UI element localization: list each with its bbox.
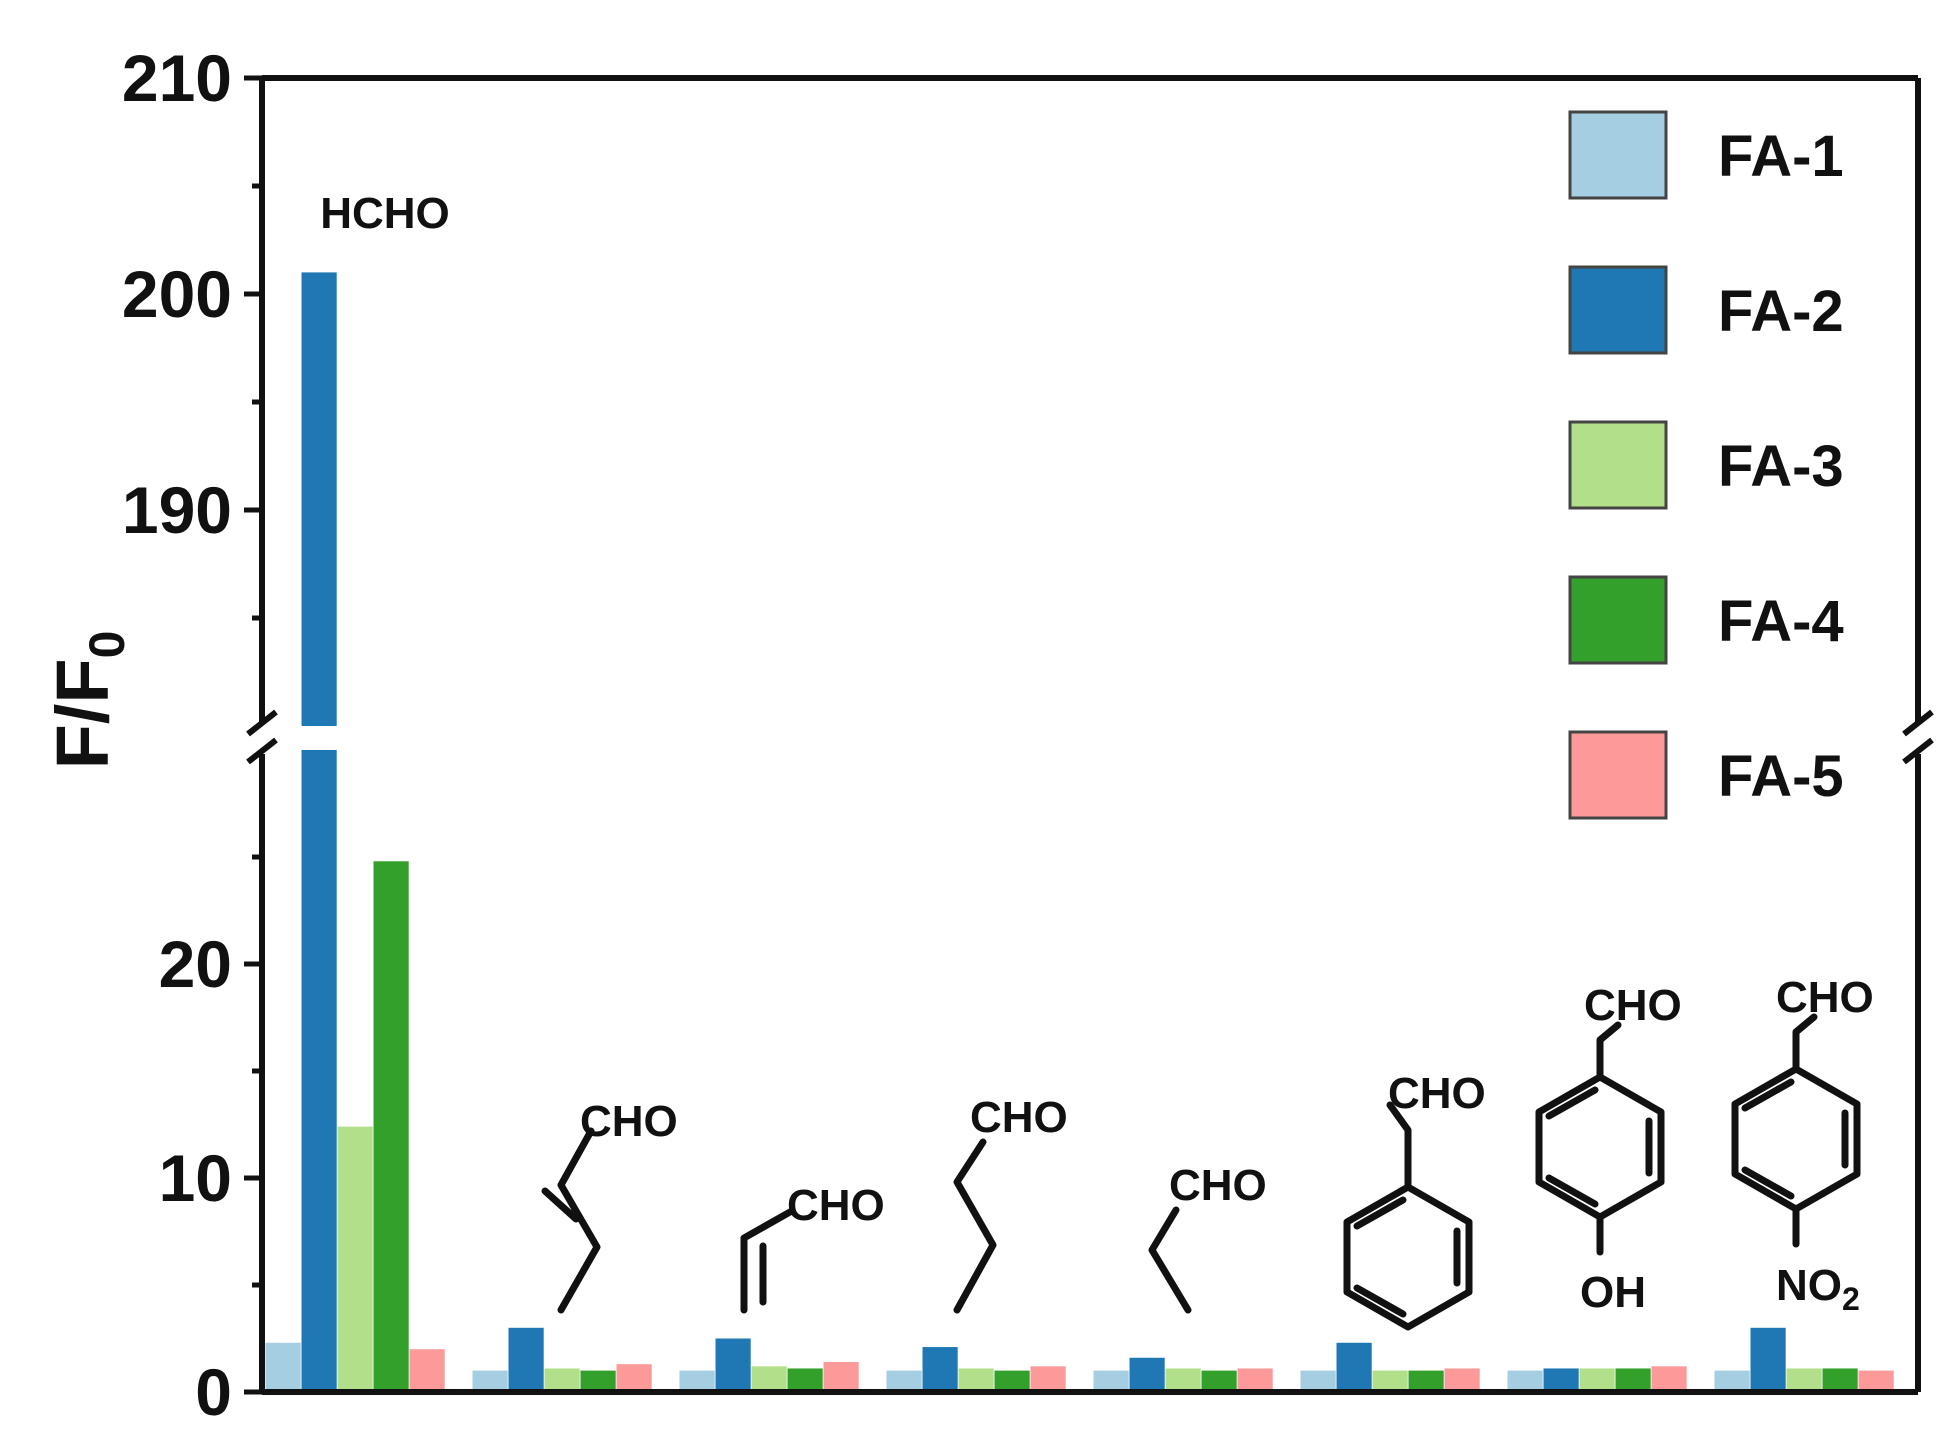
structure-bonds — [953, 1138, 997, 1314]
y-tick-label: 0 — [195, 1355, 232, 1429]
bar — [1507, 1370, 1543, 1392]
bar — [1822, 1368, 1858, 1392]
bar — [1237, 1368, 1273, 1392]
bar — [1858, 1370, 1894, 1392]
legend-label: FA-1 — [1718, 124, 1844, 189]
bar — [409, 1349, 445, 1392]
bar — [1543, 1368, 1579, 1392]
bar — [1372, 1370, 1408, 1392]
structure-bonds — [541, 1127, 601, 1314]
legend-label: FA-4 — [1718, 589, 1844, 654]
structure-label-oh: OH — [1580, 1268, 1646, 1317]
bar — [886, 1370, 922, 1392]
structure-label-cho: CHO — [970, 1093, 1068, 1142]
structure-4-hydroxybenzaldehyde: CHO OH — [1535, 981, 1682, 1317]
structure-bonds — [1731, 1013, 1861, 1248]
structure-bonds — [1343, 1101, 1473, 1331]
bar — [922, 1347, 958, 1392]
y-tick-label: 10 — [159, 1141, 232, 1215]
axis-break-mark-right — [1902, 737, 1934, 765]
bar — [1651, 1366, 1687, 1392]
bar — [1408, 1370, 1444, 1392]
bar — [373, 861, 409, 1392]
structure-label-no2-main: NO — [1776, 1261, 1842, 1310]
legend-swatch — [1568, 420, 1668, 510]
bar-lower-segment — [301, 750, 337, 1392]
y-tick-label: 190 — [122, 473, 232, 547]
y-axis-label-main: F/F — [41, 658, 124, 769]
bar — [1444, 1368, 1480, 1392]
bar — [823, 1362, 859, 1392]
structure-butyraldehyde: CHO — [953, 1093, 1068, 1314]
legend-label: FA-5 — [1718, 744, 1844, 809]
structure-bonds — [740, 1208, 794, 1314]
bar — [616, 1364, 652, 1392]
legend-swatch — [1568, 110, 1668, 200]
bar — [508, 1327, 544, 1392]
bar — [958, 1368, 994, 1392]
bar — [994, 1370, 1030, 1392]
bar — [1165, 1368, 1201, 1392]
legend-swatch — [1568, 575, 1668, 665]
structure-bonds — [1535, 1021, 1665, 1256]
y-axis-label-subscript: 0 — [79, 631, 135, 659]
structure-label-cho: CHO — [1584, 981, 1682, 1030]
legend-swatch — [1568, 730, 1668, 820]
structure-benzaldehyde: CHO — [1343, 1069, 1486, 1331]
structure-label-cho: CHO — [1169, 1161, 1267, 1210]
bar — [1336, 1342, 1372, 1392]
bar — [751, 1366, 787, 1392]
bar — [715, 1338, 751, 1392]
bar — [1579, 1368, 1615, 1392]
bar — [337, 1126, 373, 1392]
axis-break-mark-left — [246, 709, 278, 737]
structure-label-cho: CHO — [1776, 973, 1874, 1022]
structure-label-cho: CHO — [787, 1181, 885, 1230]
structure-label-cho: CHO — [580, 1097, 678, 1146]
legend-label: FA-3 — [1718, 434, 1844, 499]
bar — [1750, 1327, 1786, 1392]
y-tick-label: 210 — [122, 41, 232, 115]
bar — [1786, 1368, 1822, 1392]
bar — [1129, 1357, 1165, 1392]
bar — [1201, 1370, 1237, 1392]
structure-label-no2-subscript: 2 — [1842, 1281, 1860, 1317]
structure-acrolein: CHO — [740, 1181, 885, 1314]
structure-propionaldehyde: CHO — [1148, 1161, 1267, 1314]
y-tick-label: 200 — [122, 257, 232, 331]
bar — [1615, 1368, 1651, 1392]
bar — [1714, 1370, 1750, 1392]
bar-upper-segment — [301, 272, 337, 726]
bar — [1030, 1366, 1066, 1392]
y-tick-label: 20 — [159, 927, 232, 1001]
structure-label-no2: NO2 — [1776, 1261, 1860, 1317]
bar — [580, 1370, 616, 1392]
category-label-hcho: HCHO — [320, 189, 450, 238]
bar — [679, 1370, 715, 1392]
axis-break-mark-right — [1902, 709, 1934, 737]
structure-crotonaldehyde: CHO — [541, 1097, 678, 1314]
bar — [472, 1370, 508, 1392]
legend-label: FA-2 — [1718, 279, 1844, 344]
structure-bonds — [1148, 1206, 1192, 1314]
bar — [544, 1368, 580, 1392]
bar — [265, 1342, 301, 1392]
axis-break-mark-left — [246, 737, 278, 765]
structure-label-cho: CHO — [1388, 1069, 1486, 1118]
legend-swatch — [1568, 265, 1668, 355]
y-axis-label: F/F0 — [41, 631, 135, 770]
bar — [1093, 1370, 1129, 1392]
bar — [1300, 1370, 1336, 1392]
bar — [787, 1368, 823, 1392]
structure-4-nitrobenzaldehyde: CHO NO2 — [1731, 973, 1874, 1317]
